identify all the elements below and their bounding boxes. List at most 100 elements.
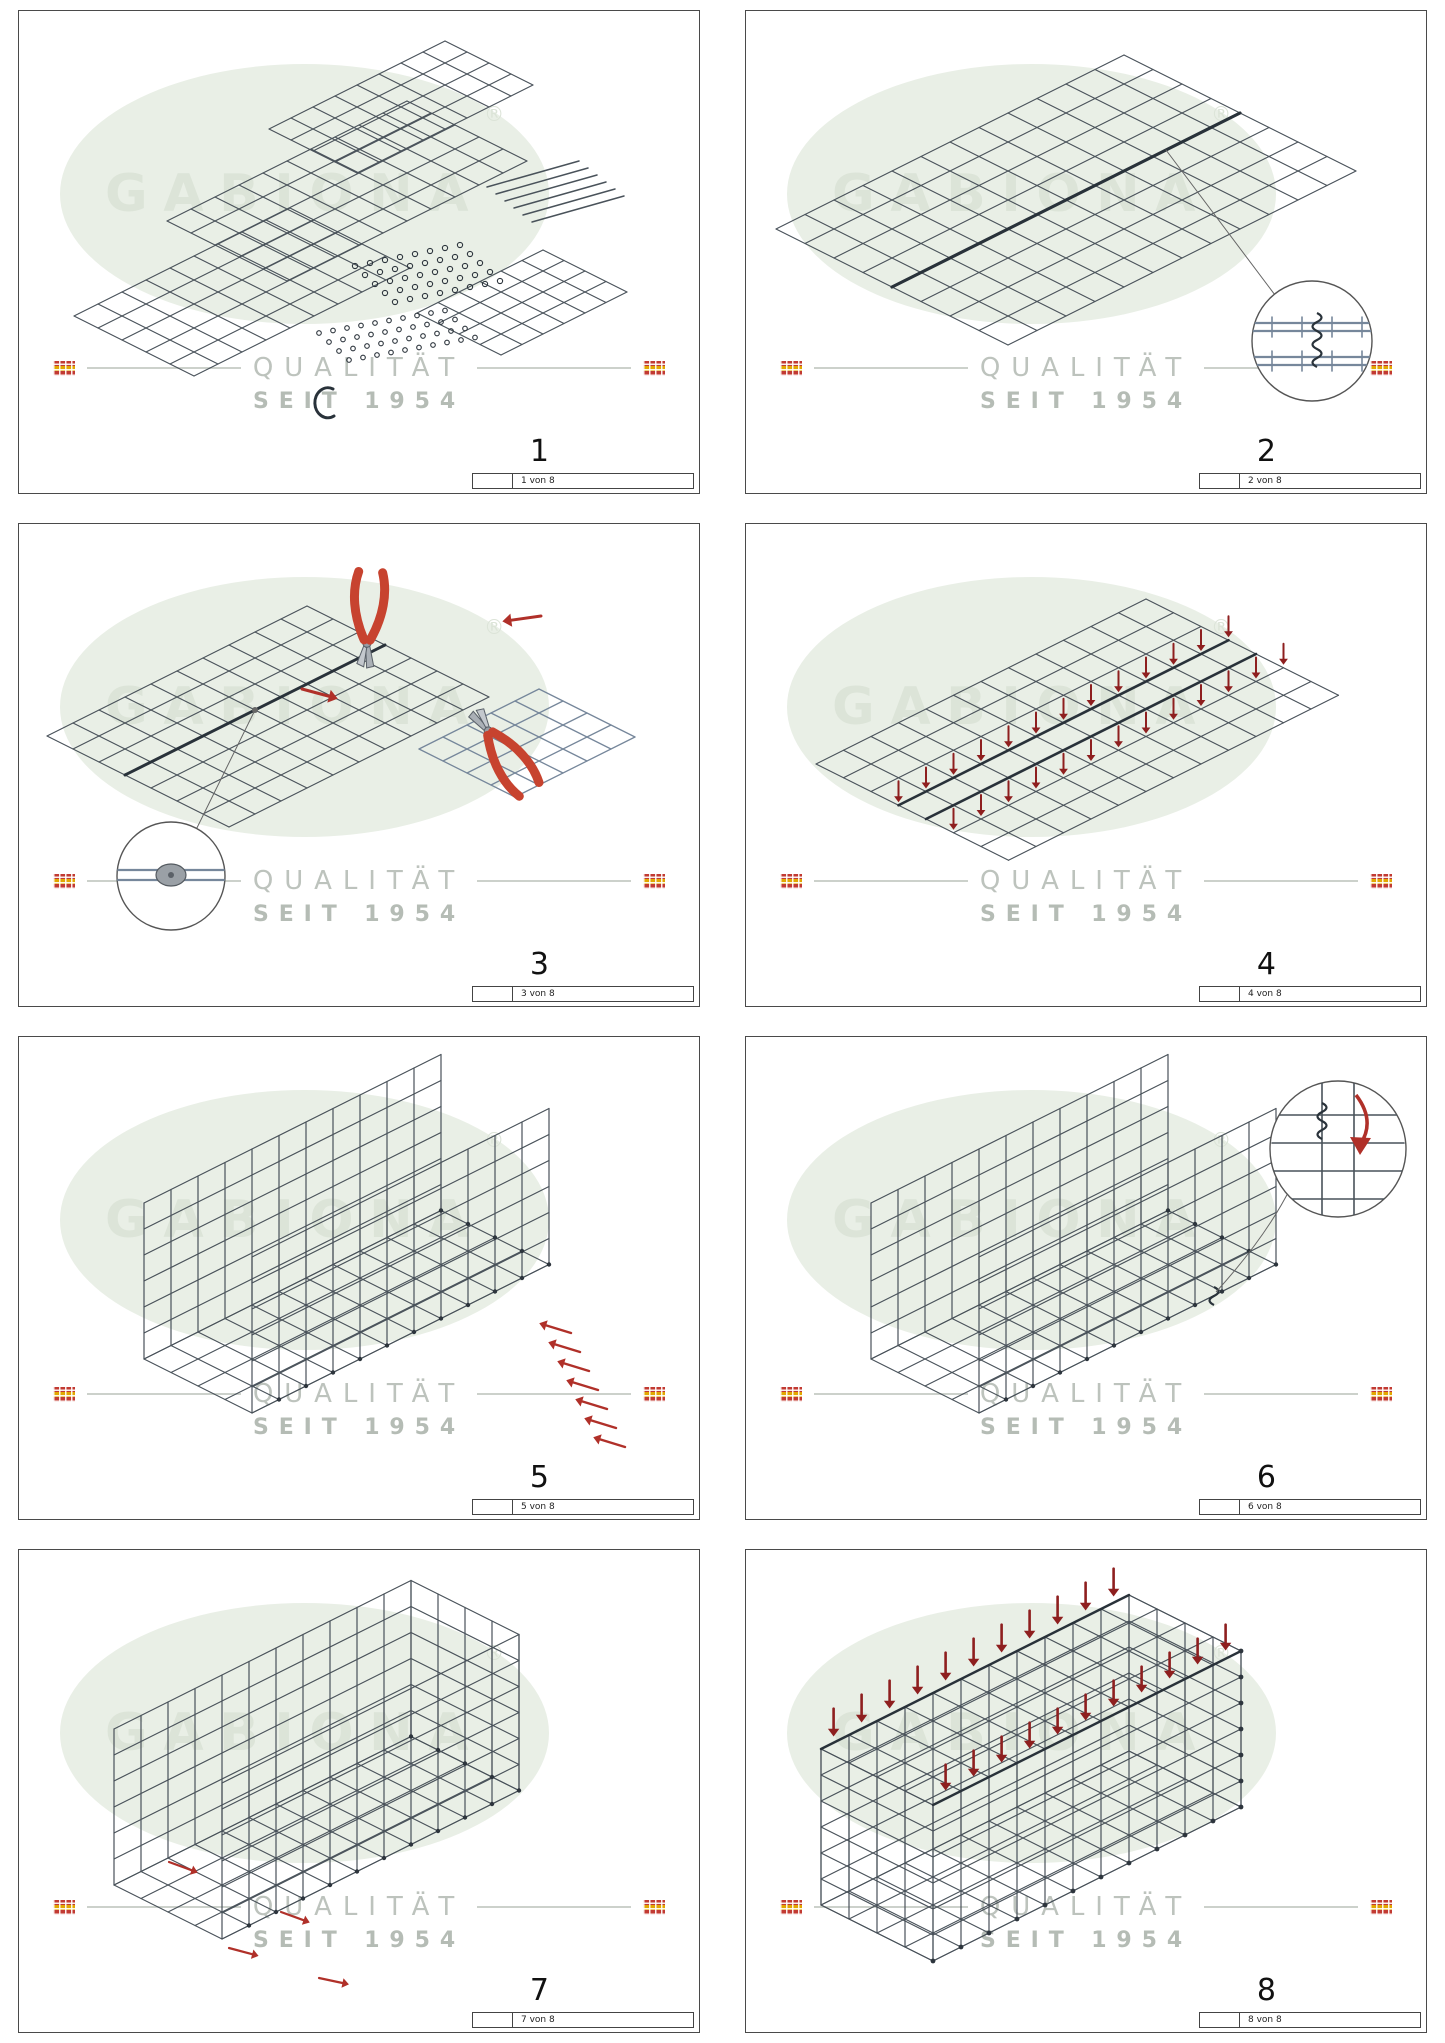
quality-text: QUALITÄT — [979, 866, 1193, 897]
divider-line — [477, 1392, 631, 1396]
sheet-footer: 2 von 8 — [1199, 473, 1421, 489]
step-illustration — [143, 1053, 627, 1449]
quality-row: QUALITÄT — [780, 1379, 1392, 1409]
divider-line — [87, 1905, 241, 1909]
sheet-count: 4 von 8 — [1248, 989, 1282, 999]
quality-row: QUALITÄT — [780, 353, 1392, 383]
sheet-count: 8 von 8 — [1248, 2015, 1282, 2025]
sheet-footer: 4 von 8 — [1199, 986, 1421, 1002]
since-text: SEIT 1954 — [252, 1415, 466, 1441]
divider-line — [814, 366, 968, 370]
quality-text: QUALITÄT — [979, 353, 1193, 384]
divider-line — [87, 366, 241, 370]
registered-mark: ® — [484, 1641, 505, 1666]
quality-row: QUALITÄT — [53, 1379, 665, 1409]
since-text: SEIT 1954 — [252, 1928, 466, 1954]
flag-icon — [643, 1899, 665, 1915]
step-number: 7 — [529, 1973, 549, 2008]
sheet-count: 7 von 8 — [521, 2015, 555, 2025]
quality-row: QUALITÄT — [780, 866, 1392, 896]
divider-line — [477, 879, 631, 883]
footer-cell — [1200, 2013, 1240, 2027]
flag-icon — [1370, 1386, 1392, 1402]
sheet-count: 6 von 8 — [1248, 1502, 1282, 1512]
flag-icon — [780, 360, 802, 376]
step-number: 3 — [529, 947, 549, 982]
footer-cell — [1200, 1500, 1240, 1514]
flag-icon — [780, 1899, 802, 1915]
brand-name: GABIONA — [105, 1703, 485, 1764]
step-number: 1 — [529, 434, 549, 469]
sheet-footer: 5 von 8 — [472, 1499, 694, 1515]
step-illustration — [46, 566, 636, 931]
quality-row: QUALITÄT — [53, 353, 665, 383]
footer-cell — [473, 2013, 513, 2027]
brand-logo-ellipse: GABIONA ® — [59, 64, 550, 325]
quality-row: QUALITÄT — [53, 1892, 665, 1922]
step-panel-3: GABIONA ® QUALITÄT SEIT 1954 3 3 von 8 — [18, 523, 700, 1007]
quality-text: QUALITÄT — [252, 353, 466, 384]
sheet-footer: 8 von 8 — [1199, 2012, 1421, 2028]
divider-line — [1204, 1905, 1358, 1909]
flag-icon — [53, 873, 75, 889]
brand-name: GABIONA — [105, 677, 485, 738]
divider-line — [814, 1905, 968, 1909]
since-text: SEIT 1954 — [979, 902, 1193, 928]
step-panel-8: GABIONA ® QUALITÄT SEIT 1954 8 8 von 8 — [745, 1549, 1427, 2033]
footer-cell — [1200, 987, 1240, 1001]
flag-icon — [1370, 873, 1392, 889]
step-panel-1: GABIONA ® QUALITÄT SEIT 1954 1 1 von 8 — [18, 10, 700, 494]
sheet-count: 2 von 8 — [1248, 476, 1282, 486]
sheet-count: 3 von 8 — [521, 989, 555, 999]
flag-icon — [780, 1386, 802, 1402]
footer-cell — [473, 1500, 513, 1514]
brand-watermark: GABIONA ® QUALITÄT SEIT 1954 — [19, 11, 699, 493]
since-text: SEIT 1954 — [979, 1928, 1193, 1954]
quality-text: QUALITÄT — [252, 1379, 466, 1410]
flag-icon — [1370, 1899, 1392, 1915]
sheet-footer: 3 von 8 — [472, 986, 694, 1002]
sheet-footer: 6 von 8 — [1199, 1499, 1421, 1515]
divider-line — [87, 1392, 241, 1396]
flag-icon — [53, 1386, 75, 1402]
footer-cell — [473, 987, 513, 1001]
instruction-sheet: GABIONA ® QUALITÄT SEIT 1954 1 1 von 8 G… — [18, 10, 1427, 2033]
sheet-footer: 7 von 8 — [472, 2012, 694, 2028]
step-illustration — [775, 54, 1373, 402]
step-illustration — [870, 1053, 1407, 1414]
flag-icon — [643, 1386, 665, 1402]
sheet-footer: 1 von 8 — [472, 473, 694, 489]
flag-icon — [1370, 360, 1392, 376]
registered-mark: ® — [484, 102, 505, 127]
step-panel-7: GABIONA ® QUALITÄT SEIT 1954 7 7 von 8 — [18, 1549, 700, 2033]
step-panel-4: GABIONA ® QUALITÄT SEIT 1954 4 4 von 8 — [745, 523, 1427, 1007]
step-panel-5: GABIONA ® QUALITÄT SEIT 1954 5 5 von 8 — [18, 1036, 700, 1520]
registered-mark: ® — [484, 615, 505, 640]
flag-icon — [780, 873, 802, 889]
divider-line — [477, 1905, 631, 1909]
brand-name: GABIONA — [105, 164, 485, 225]
since-text: SEIT 1954 — [252, 902, 466, 928]
footer-cell — [473, 474, 513, 488]
brand-watermark: GABIONA ® QUALITÄT SEIT 1954 — [746, 1550, 1426, 2032]
flag-icon — [643, 360, 665, 376]
step-panel-2: GABIONA ® QUALITÄT SEIT 1954 2 2 von 8 — [745, 10, 1427, 494]
sheet-count: 1 von 8 — [521, 476, 555, 486]
quality-text: QUALITÄT — [979, 1379, 1193, 1410]
step-number: 8 — [1256, 1973, 1276, 2008]
step-number: 2 — [1256, 434, 1276, 469]
since-text: SEIT 1954 — [979, 389, 1193, 415]
divider-line — [1204, 879, 1358, 883]
flag-icon — [53, 360, 75, 376]
divider-line — [477, 366, 631, 370]
flag-icon — [643, 873, 665, 889]
step-number: 5 — [529, 1460, 549, 1495]
step-illustration — [819, 1567, 1244, 1964]
divider-line — [1204, 1392, 1358, 1396]
since-text: SEIT 1954 — [979, 1415, 1193, 1441]
quality-text: QUALITÄT — [252, 866, 466, 897]
divider-line — [814, 1392, 968, 1396]
step-panel-6: GABIONA ® QUALITÄT SEIT 1954 6 6 von 8 — [745, 1036, 1427, 1520]
step-number: 6 — [1256, 1460, 1276, 1495]
step-illustration — [113, 1579, 522, 1988]
